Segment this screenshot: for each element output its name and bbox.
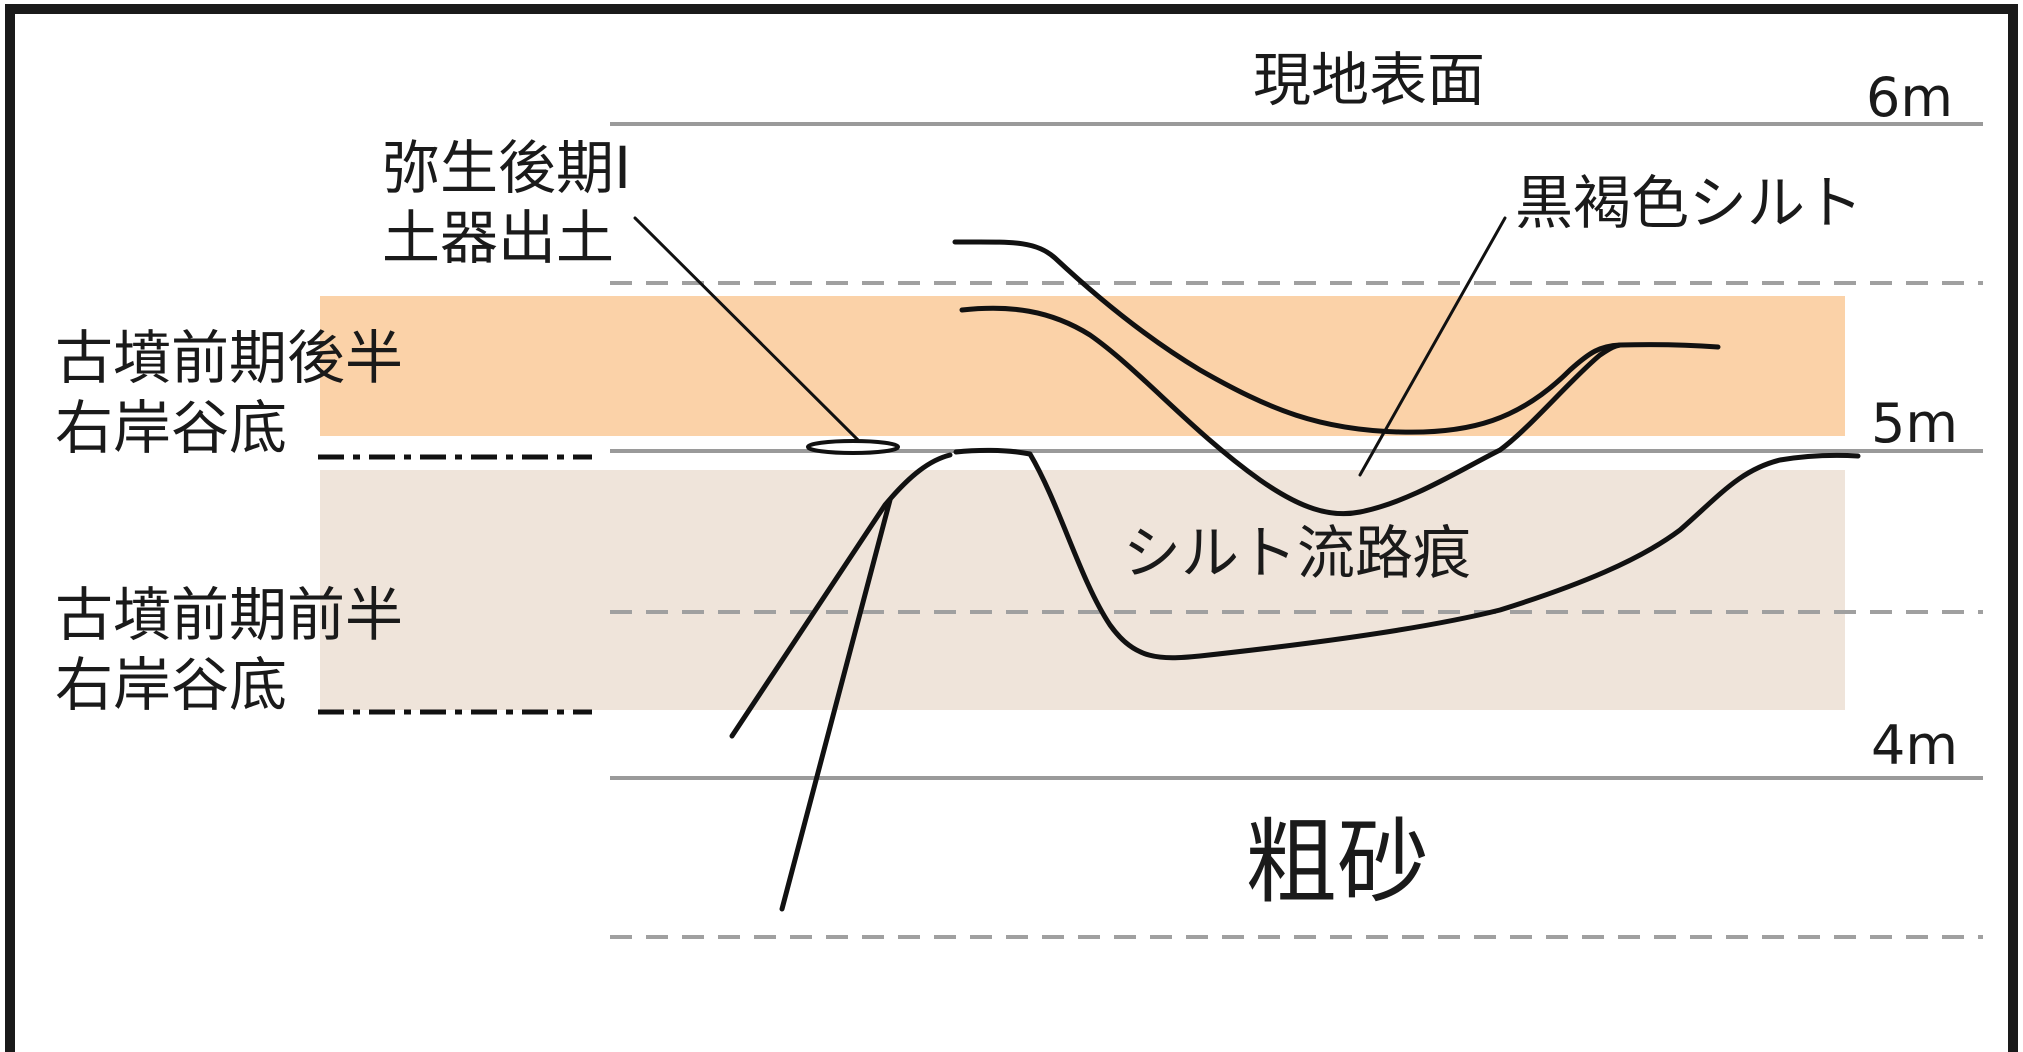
label-coarse-sand: 粗砂 [1245,809,1429,916]
label-ground-surface: 現地表面 [1253,46,1485,114]
label-yayoi-line2: 土器出土 [382,204,614,272]
band-upper-label-line2: 右岸谷底 [55,394,287,462]
contour-left-slope-upper [729,452,953,739]
band-lower-label-line1: 古墳前期前半 [55,581,403,649]
pottery-find-marker [806,439,900,455]
leader-line-black-silt [1358,216,1507,477]
band-lower-kofun-early [320,470,1845,710]
contour-black-silt-lower [959,305,1623,517]
frame-border [5,4,2018,1052]
band-lower-label-line2: 右岸谷底 [55,651,287,719]
label-silt-channel: シルト流路痕 [1123,519,1471,587]
contour-silt-channel [953,447,1861,661]
scale-label-4m: 4m [1871,714,1958,777]
label-black-brown-silt: 黒褐色シルト [1515,169,1863,237]
leader-line-yayoi [633,216,860,442]
scale-label-6m: 6m [1866,66,1953,129]
scale-label-5m: 5m [1871,392,1958,455]
band-upper-label-line1: 古墳前期後半 [55,324,403,392]
band-upper-kofun-late [320,296,1845,436]
contour-left-slope-lower [779,497,893,912]
label-yayoi-line1: 弥生後期Ⅰ [382,134,631,202]
